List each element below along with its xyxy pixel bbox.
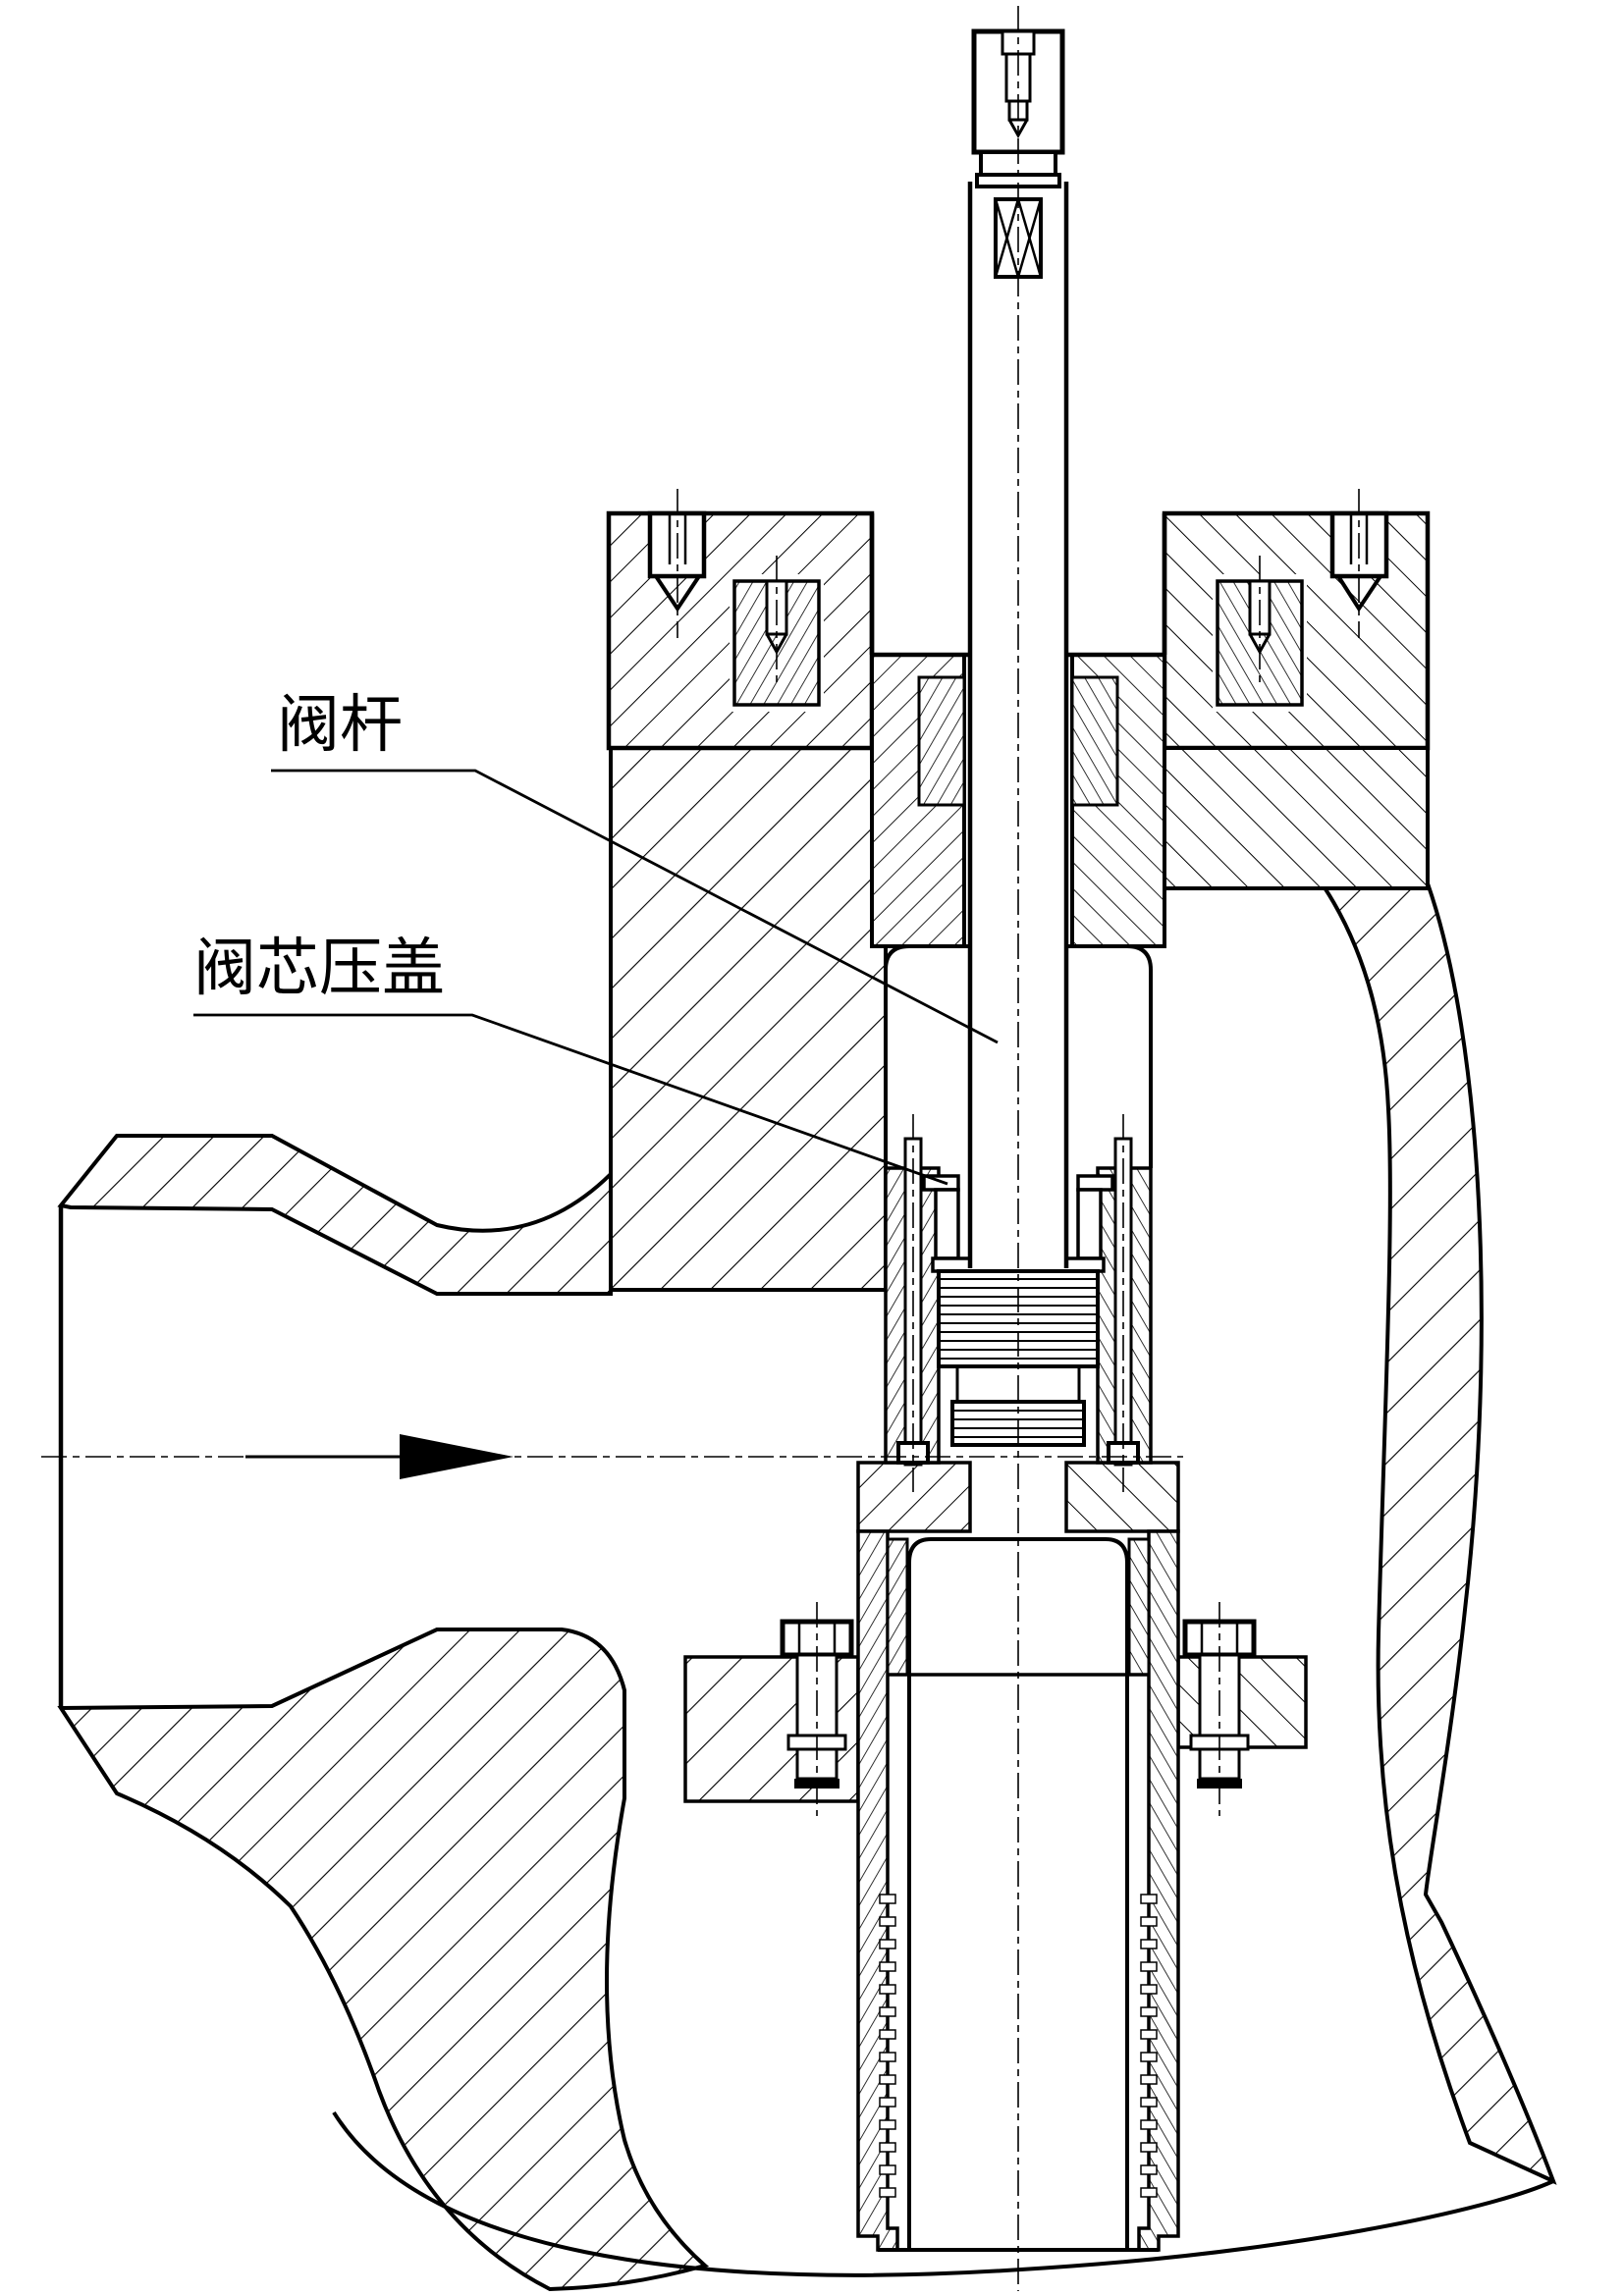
stem-head-drill-tip xyxy=(1007,119,1029,139)
arrow-head xyxy=(400,1434,514,1479)
leader-valve-stem xyxy=(271,769,999,1044)
centerlines xyxy=(41,6,1360,2291)
thread-ticks xyxy=(879,1894,1158,2198)
inlet-lower-wall-skirt xyxy=(57,1628,710,2292)
bonnet-assembly xyxy=(606,510,1431,948)
seat-bridge-right xyxy=(1064,1461,1180,1533)
flow-direction-arrow xyxy=(245,1434,514,1479)
guide-bushing-right xyxy=(1070,675,1119,807)
body-bottom-arc xyxy=(332,2110,1554,2277)
valve-body-section xyxy=(57,746,1557,2292)
label-valve-stem: 阀杆 xyxy=(277,690,403,760)
guide-bushing-left xyxy=(917,675,966,807)
label-leaders xyxy=(193,769,999,1186)
label-valve-core-gland: 阀芯压盖 xyxy=(193,934,445,1003)
bonnet-lug-right xyxy=(1163,746,1430,890)
leader-valve-core-gland xyxy=(193,1013,948,1186)
seat-bridge-left xyxy=(856,1461,972,1533)
seat-ring-right xyxy=(1127,1537,1151,1677)
body-right-wall xyxy=(1215,746,1557,2185)
body-neck-left xyxy=(609,746,888,1292)
bottom-flange-right xyxy=(1176,1655,1308,1749)
seat-ring-left xyxy=(886,1537,909,1677)
